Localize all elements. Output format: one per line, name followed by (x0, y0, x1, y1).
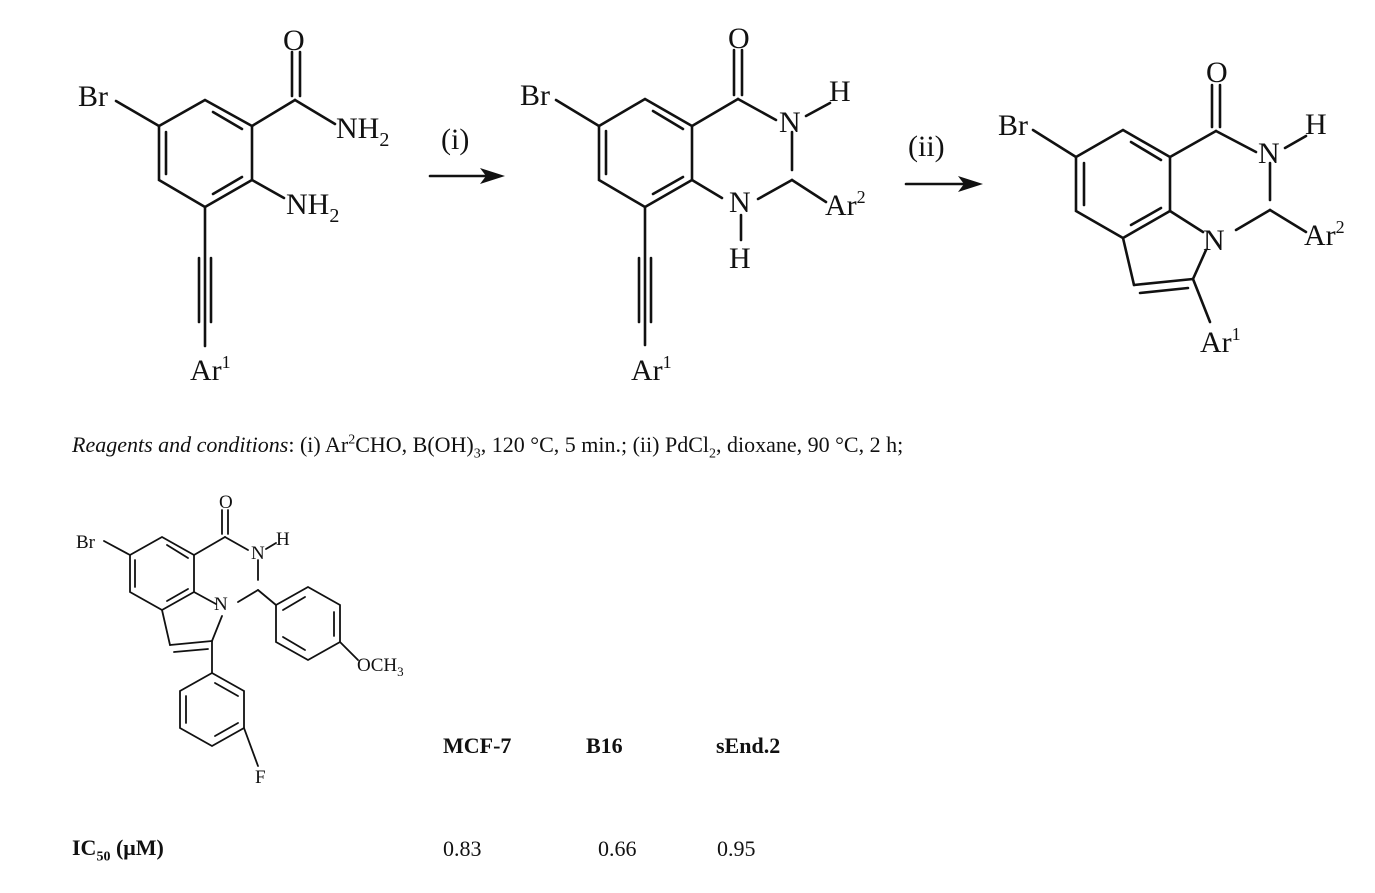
c2-n1-h-label: H (729, 242, 751, 275)
lead-br-label: Br (76, 532, 96, 553)
c3-ring-n-label: N (1203, 224, 1225, 257)
c3-br-label: Br (998, 109, 1028, 142)
c3-n-h-label: H (1305, 108, 1327, 141)
lead-amide-h-label: H (276, 529, 290, 550)
ic50-row-label: IC50 (μM) (72, 835, 164, 865)
conditions-label: Reagents and conditions (72, 432, 289, 457)
lead-och3-label: OCH3 (357, 655, 404, 679)
header-b16: B16 (586, 733, 623, 758)
reagent-i-label: (i) (441, 123, 469, 156)
c3-ar1-label: Ar1 (1200, 324, 1241, 359)
c1-ar1-label: Ar1 (190, 352, 231, 387)
header-send2: sEnd.2 (716, 733, 781, 758)
c3-o-label: O (1206, 56, 1228, 89)
arrow-i-head (480, 168, 505, 184)
arrow-ii-head (958, 176, 983, 192)
header-mcf7: MCF-7 (443, 733, 512, 758)
c2-n3-h-label: H (829, 75, 851, 108)
compound-2-bonds (554, 48, 832, 347)
value-send2: 0.95 (717, 836, 756, 861)
c2-n3-label: N (779, 106, 801, 139)
value-b16: 0.66 (598, 836, 637, 861)
c1-amine-nh2-label: NH2 (286, 188, 339, 227)
compound-1-bonds (114, 50, 337, 348)
value-mcf7: 0.83 (443, 836, 482, 861)
c1-o-label: O (283, 24, 305, 57)
lead-amide-n-label: N (251, 543, 265, 564)
c2-ar1-label: Ar1 (631, 352, 672, 387)
c2-o-label: O (728, 22, 750, 55)
lead-ring-n-label: N (214, 594, 228, 615)
compound-3-bonds (1031, 83, 1308, 324)
c3-n-label: N (1258, 137, 1280, 170)
c3-ar2-label: Ar2 (1304, 217, 1345, 252)
lead-compound-bonds (103, 509, 359, 767)
lead-f-label: F (255, 767, 266, 788)
lead-o-label: O (219, 492, 233, 513)
c1-br-label: Br (78, 80, 108, 113)
c2-br-label: Br (520, 79, 550, 112)
c2-ar2-label: Ar2 (825, 187, 866, 222)
reagent-ii-label: (ii) (908, 130, 945, 163)
c1-amide-nh2-label: NH2 (336, 112, 389, 151)
reagents-conditions: Reagents and conditions: (i) Ar2CHO, B(O… (72, 432, 904, 462)
c2-n1-label: N (729, 186, 751, 219)
